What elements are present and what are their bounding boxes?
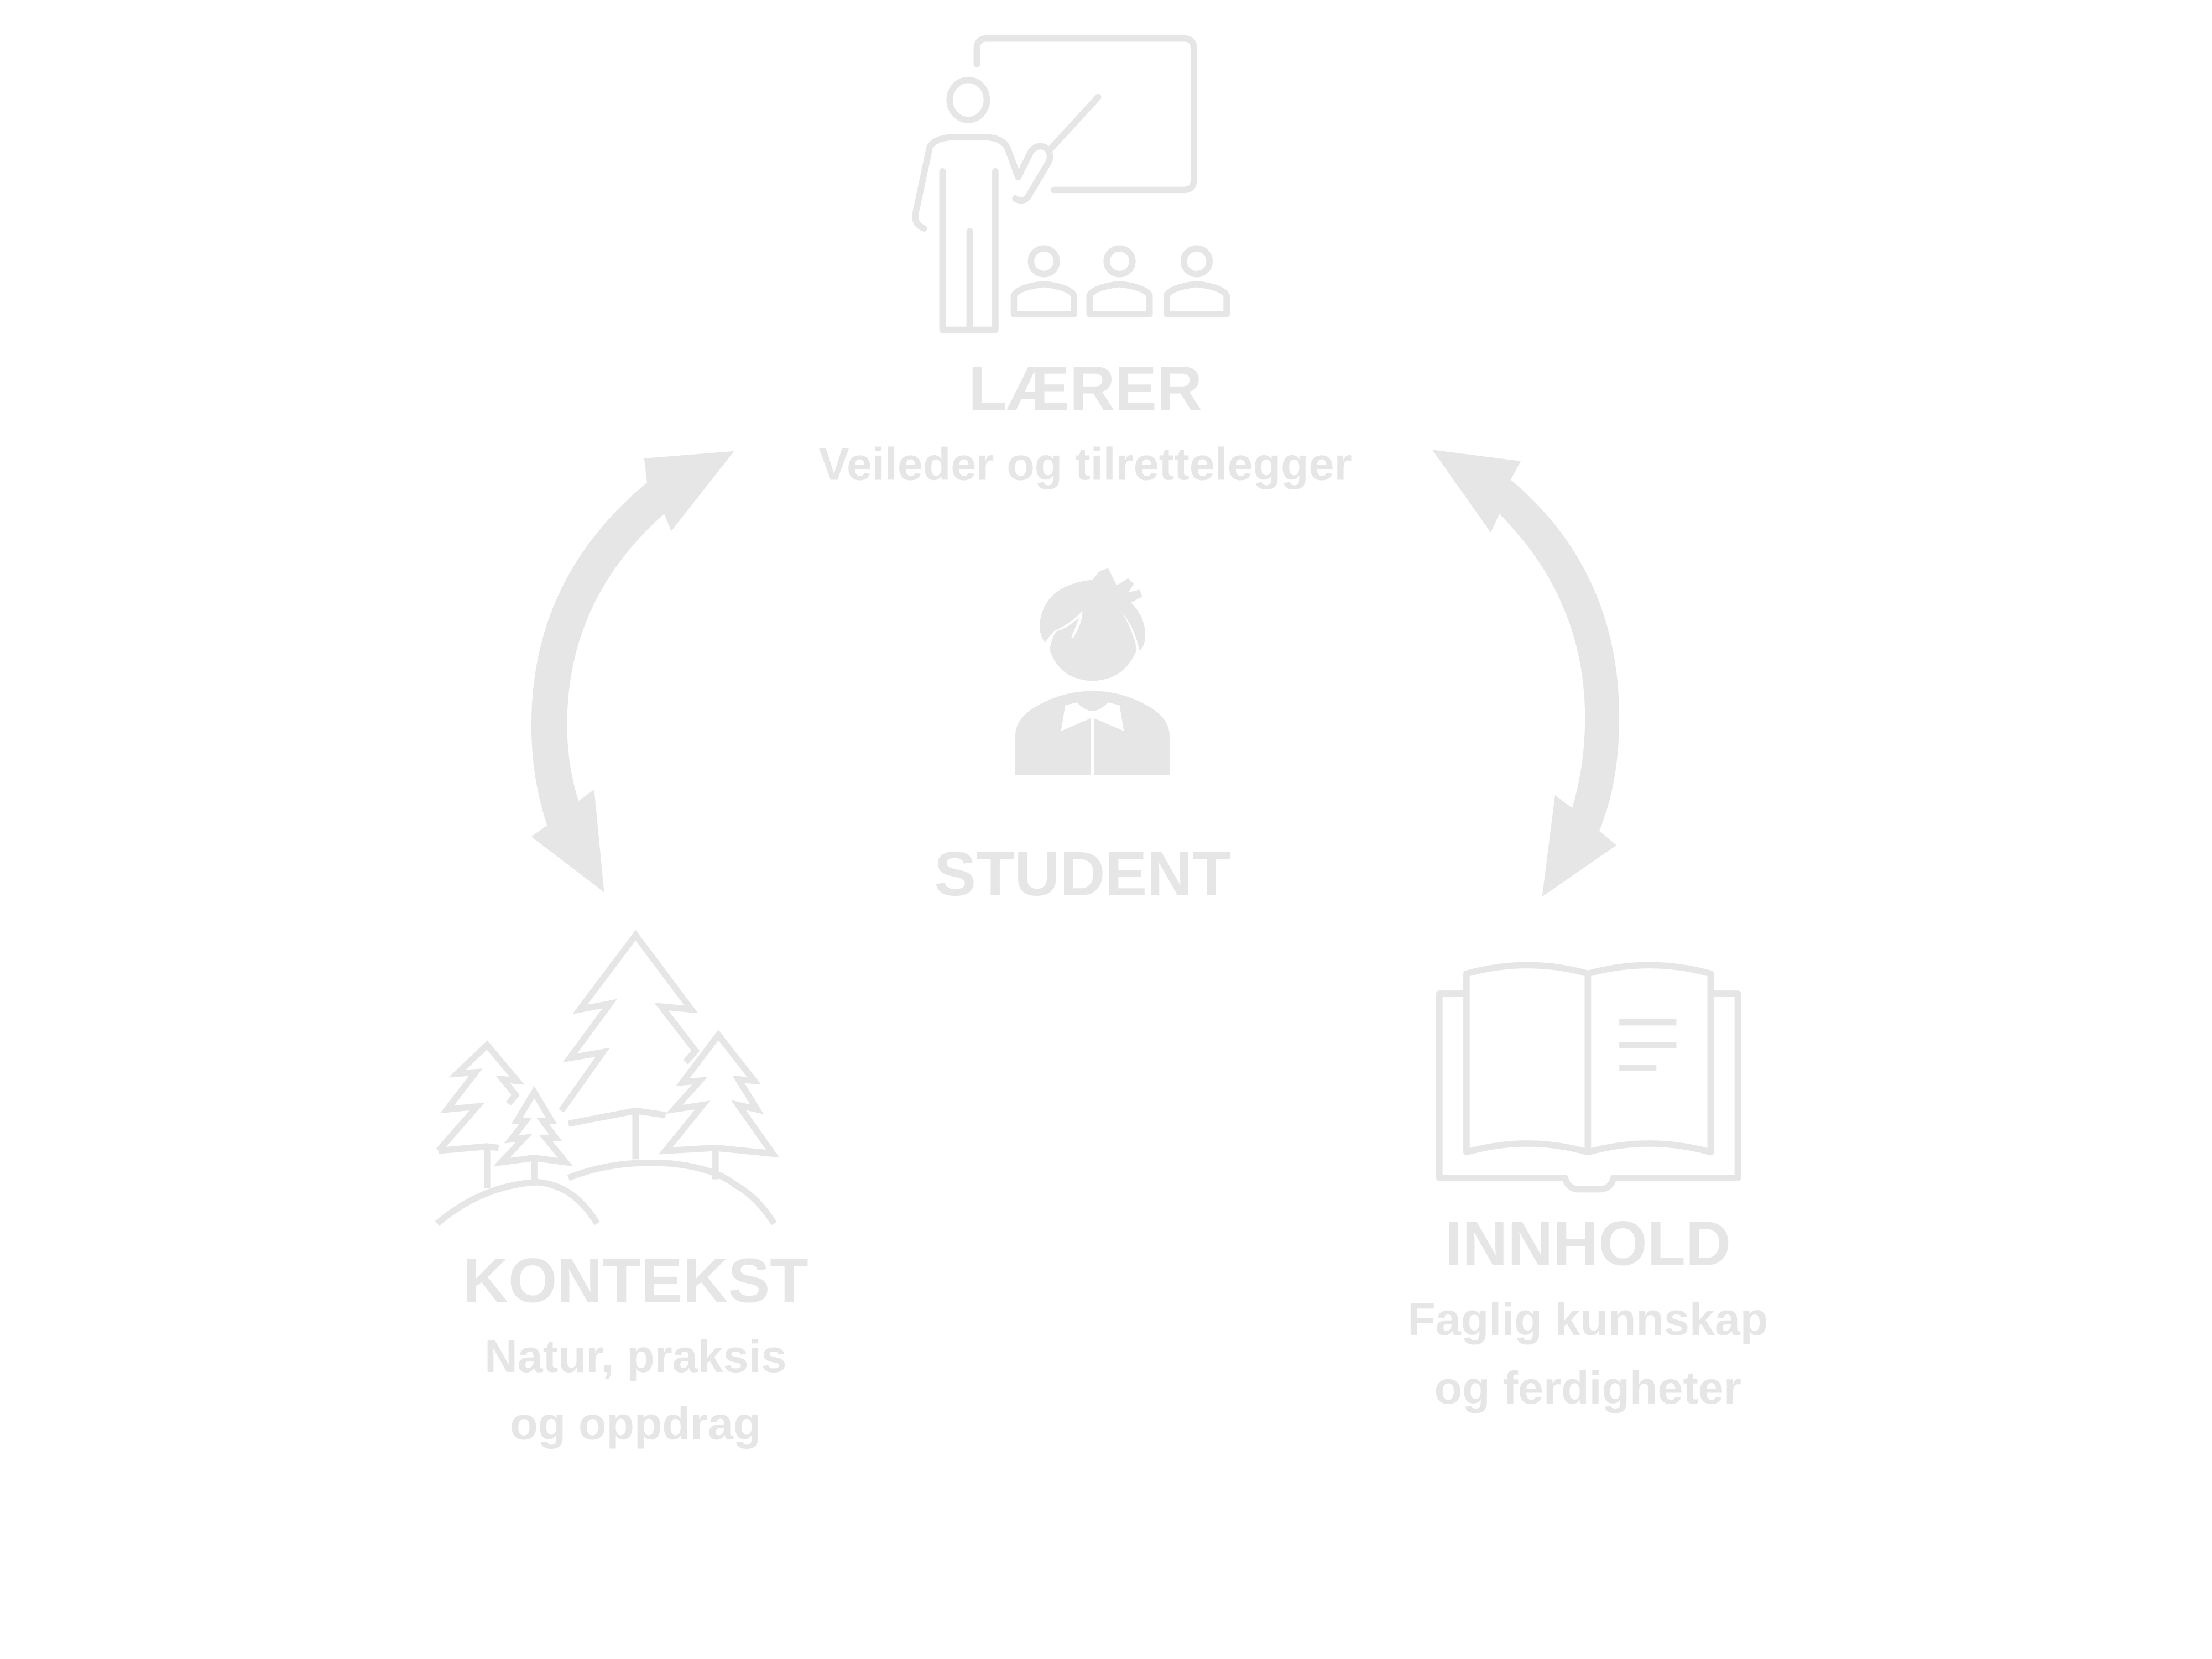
teacher-presentation-icon xyxy=(912,35,1230,333)
bidirectional-arrow-teacher-content xyxy=(1432,450,1620,897)
teacher-title: LÆRER xyxy=(968,353,1202,424)
bidirectional-arrow-teacher-context xyxy=(531,451,734,893)
teacher-subtitle: Veileder og tilrettelegger xyxy=(819,438,1352,489)
content-subtitle-line-1: Faglig kunnskap xyxy=(1407,1293,1768,1345)
content-title: INNHOLD xyxy=(1445,1208,1731,1279)
context-title: KONTEKST xyxy=(463,1246,808,1316)
content-subtitle-line-2: og ferdigheter xyxy=(1434,1362,1741,1413)
context-subtitle-line-1: Natur, praksis xyxy=(484,1331,786,1382)
forest-trees-icon xyxy=(435,930,780,1227)
context-subtitle-line-2: og oppdrag xyxy=(510,1397,761,1449)
student-icon xyxy=(1015,568,1170,775)
open-book-icon xyxy=(1436,962,1741,1193)
student-label: STUDENT xyxy=(934,839,1230,909)
